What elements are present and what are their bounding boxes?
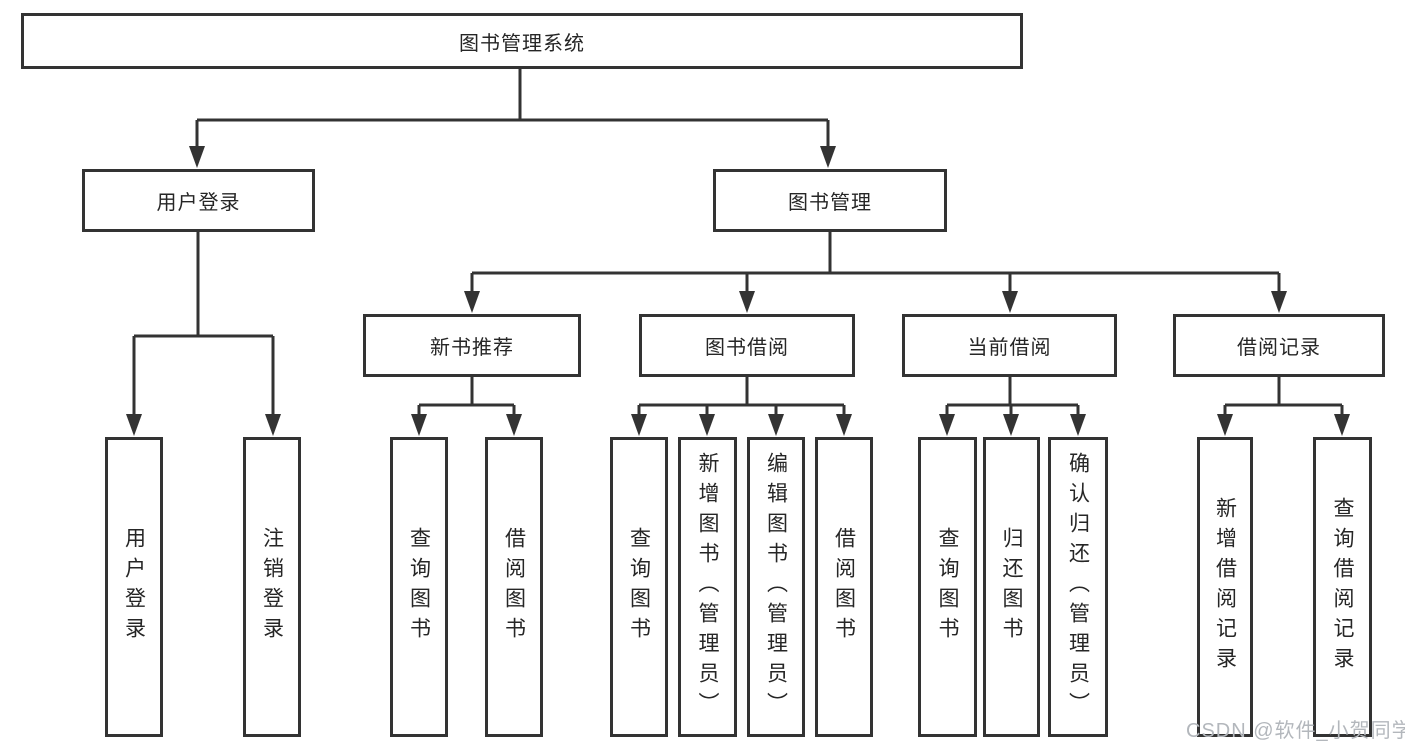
node-user-login: 用户登录 (82, 169, 315, 232)
node-label: 图书管理 (788, 192, 872, 214)
leaf-label: 借阅图书 (502, 527, 526, 647)
csdn-watermark: CSDN @软件_小贺同学 (1186, 720, 1405, 742)
leaf-query-books-borrow: 查询图书 (610, 437, 668, 737)
node-new-book-recommend: 新书推荐 (363, 314, 581, 377)
leaf-user-login: 用户登录 (105, 437, 163, 737)
leaf-label: 编辑图书（管理员） (764, 452, 788, 722)
node-label: 当前借阅 (967, 337, 1052, 359)
leaf-label: 查询图书 (936, 527, 959, 647)
leaf-logout: 注销登录 (243, 437, 301, 737)
node-label: 新书推荐 (430, 337, 514, 359)
leaf-query-borrow-record: 查询借阅记录 (1313, 437, 1372, 737)
leaf-label: 归还图书 (1000, 527, 1023, 647)
node-current-borrow: 当前借阅 (902, 314, 1117, 377)
leaf-label: 新增图书（管理员） (696, 452, 719, 722)
leaf-query-books-current: 查询图书 (918, 437, 977, 737)
leaf-label: 确认归还（管理员） (1066, 452, 1090, 722)
leaf-label: 用户登录 (122, 527, 146, 647)
leaf-label: 查询图书 (407, 527, 431, 647)
connector-arrowheads (126, 146, 1350, 436)
leaf-label: 借阅图书 (832, 527, 856, 647)
leaf-add-book-admin: 新增图书（管理员） (678, 437, 737, 737)
leaf-confirm-return-admin: 确认归还（管理员） (1048, 437, 1108, 737)
leaf-label: 新增借阅记录 (1213, 497, 1237, 677)
node-label: 图书借阅 (705, 337, 789, 359)
leaf-borrow-books-recommend: 借阅图书 (485, 437, 543, 737)
node-label: 用户登录 (156, 192, 241, 214)
leaf-borrow-books: 借阅图书 (815, 437, 873, 737)
node-book-management: 图书管理 (713, 169, 947, 232)
leaf-add-borrow-record: 新增借阅记录 (1197, 437, 1253, 737)
leaf-label: 查询图书 (627, 527, 651, 647)
node-root-label: 图书管理系统 (459, 32, 585, 55)
leaf-label: 查询借阅记录 (1331, 497, 1354, 677)
leaf-query-books-recommend: 查询图书 (390, 437, 448, 737)
connector-rails (132, 69, 1344, 416)
leaf-return-book: 归还图书 (983, 437, 1040, 737)
node-root: 图书管理系统 (21, 13, 1023, 69)
node-book-borrow: 图书借阅 (639, 314, 855, 377)
leaf-edit-book-admin: 编辑图书（管理员） (747, 437, 805, 737)
node-borrow-records: 借阅记录 (1173, 314, 1385, 377)
node-label: 借阅记录 (1237, 337, 1321, 359)
leaf-label: 注销登录 (260, 527, 284, 647)
